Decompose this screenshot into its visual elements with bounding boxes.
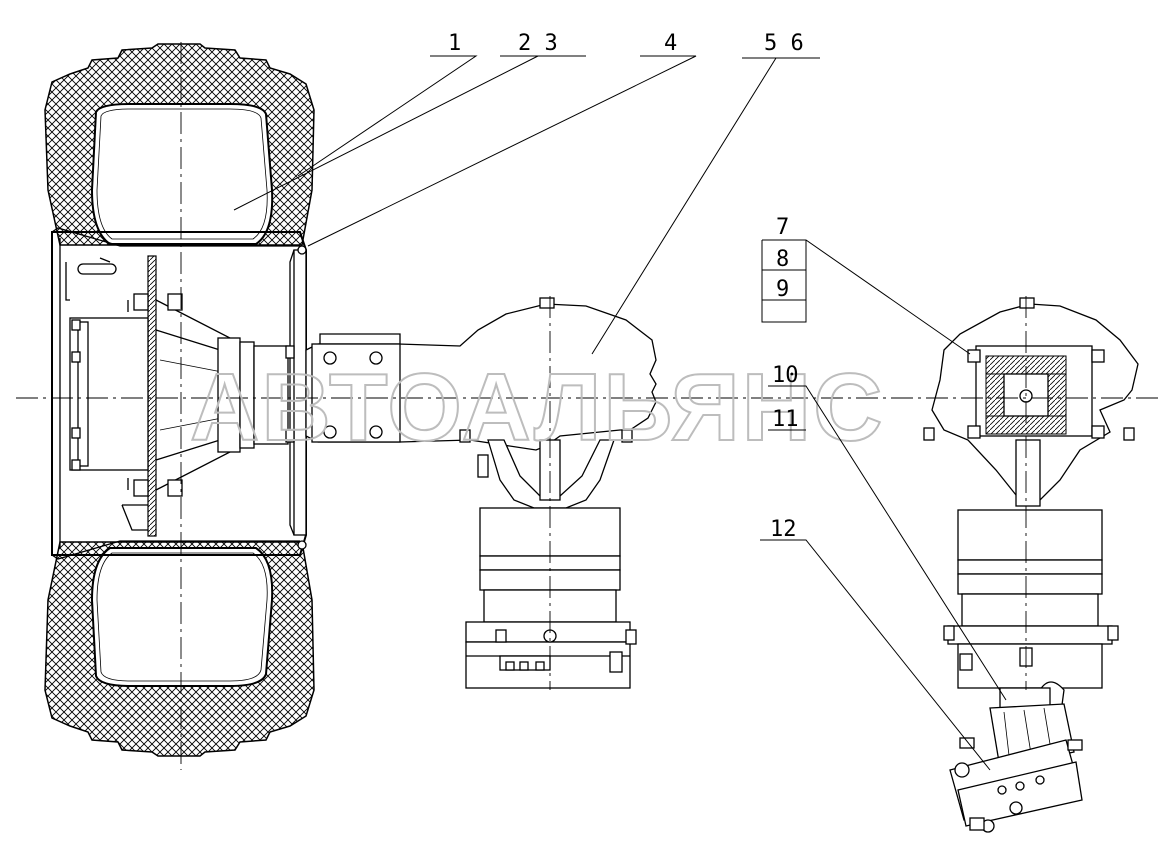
callout-leaders <box>233 55 1007 771</box>
actuator-right <box>943 509 1119 721</box>
callout-11: 11 <box>772 407 799 432</box>
callout-8: 8 <box>776 247 789 272</box>
axle-side-view <box>923 297 1139 507</box>
axle-housing <box>305 297 657 509</box>
callout-7: 7 <box>776 215 789 240</box>
callout-9: 9 <box>776 277 789 302</box>
actuator-middle <box>465 507 637 689</box>
callout-1: 1 <box>448 31 461 56</box>
callout-2-3: 2 3 <box>518 31 558 56</box>
watermark-text: АВТОАЛЬЯНС <box>190 354 884 461</box>
wheel-section <box>44 43 315 757</box>
hydraulic-motor <box>949 687 1083 833</box>
callout-12: 12 <box>770 517 797 542</box>
hub-bolts <box>71 245 307 550</box>
callout-5-6: 5 6 <box>764 31 804 56</box>
callout-10: 10 <box>772 363 799 388</box>
callout-4: 4 <box>664 31 677 56</box>
tire-upper-inner <box>90 103 274 245</box>
centerlines <box>16 42 1160 770</box>
tire-lower-inner <box>90 547 274 687</box>
